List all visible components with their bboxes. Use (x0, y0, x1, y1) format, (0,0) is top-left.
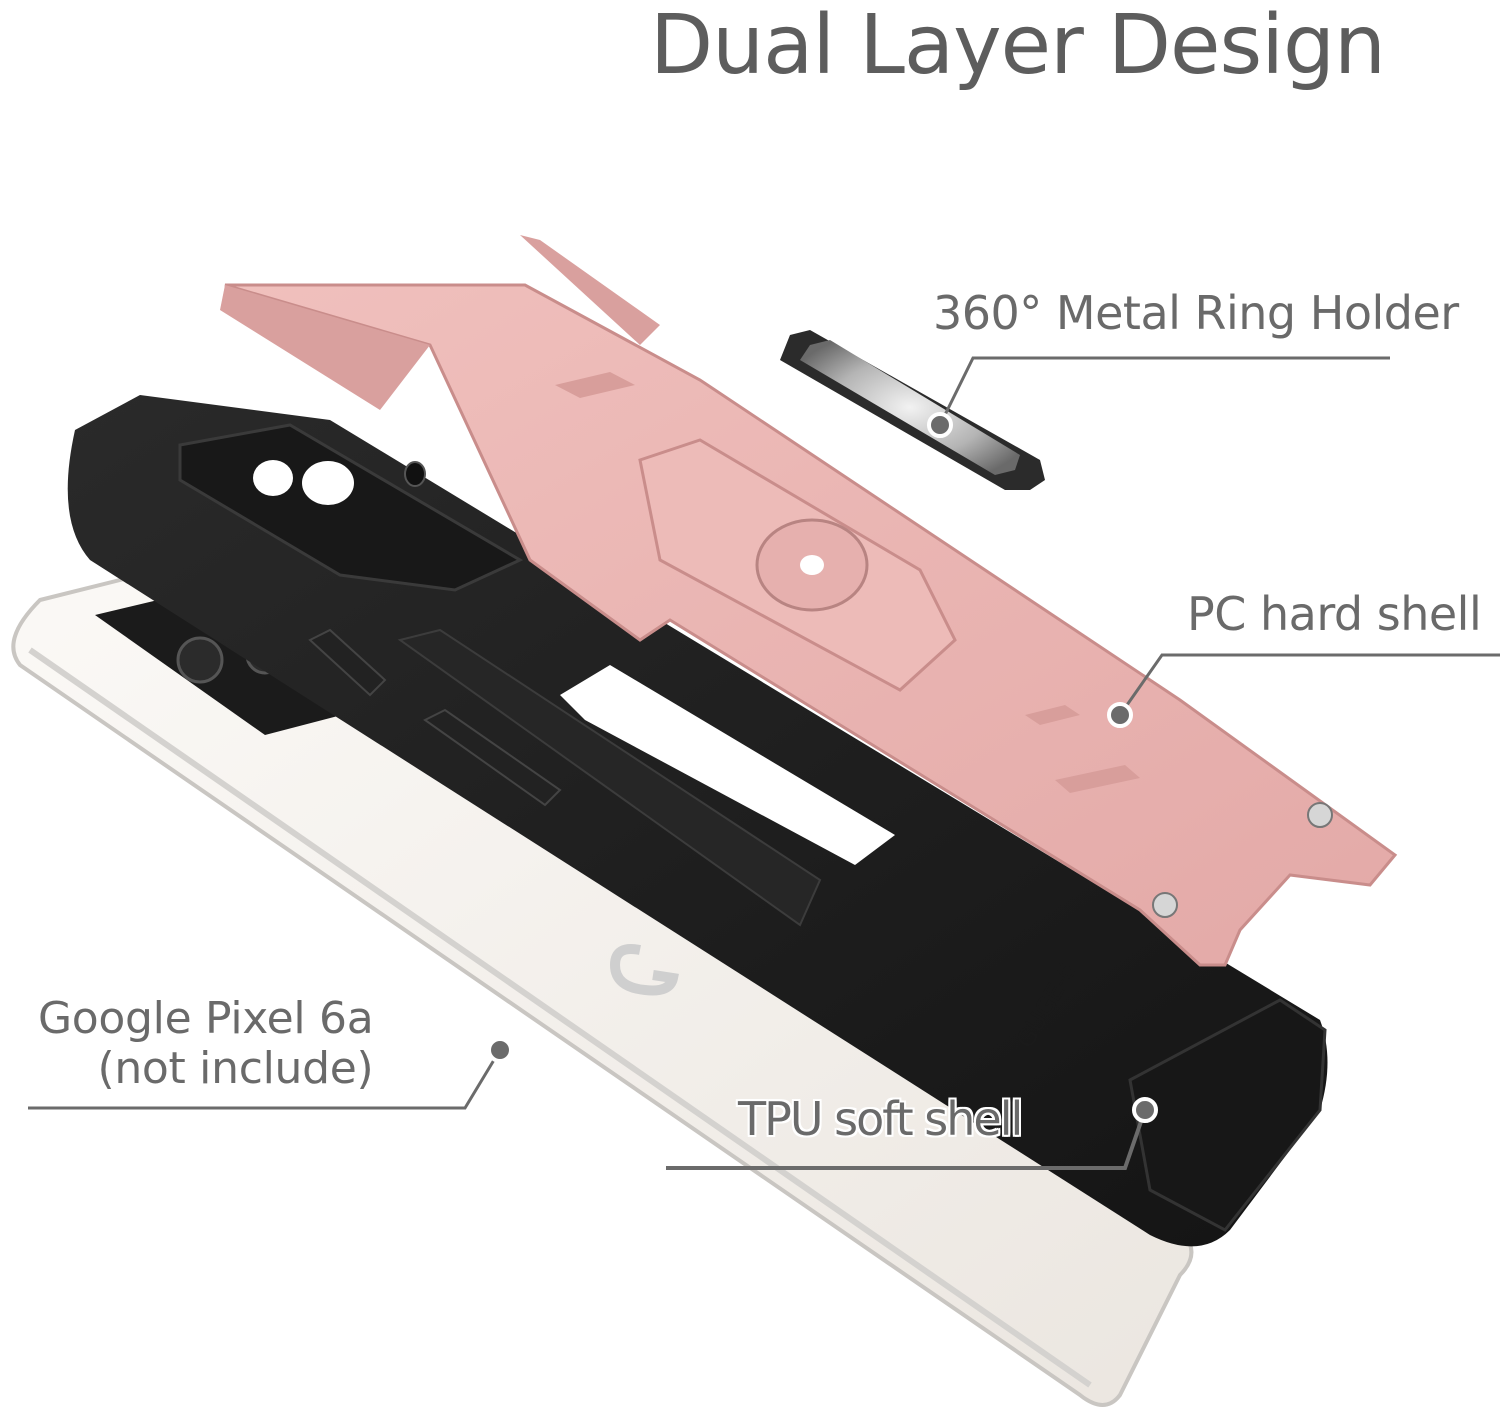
pc-shell-label: PC hard shell (1187, 587, 1482, 641)
ring-holder-label: 360° Metal Ring Holder (933, 286, 1459, 340)
phone-camera-lens (176, 636, 224, 684)
phone-label: Google Pixel 6a (not include) (38, 993, 374, 1094)
shell-screw (1152, 892, 1178, 918)
camera-cutout (302, 461, 354, 505)
metal-ring-holder (780, 330, 1045, 490)
callout-lines (28, 356, 1500, 1170)
case-volume-button (423, 708, 562, 807)
pc-callout-line (1118, 653, 1500, 716)
pc-callout-dot (1107, 702, 1133, 728)
callout-dots (487, 412, 1158, 1123)
camera-cutout (253, 460, 293, 496)
phone-callout-dot (487, 1037, 513, 1063)
shell-screw (1307, 802, 1333, 828)
case-corner-bumper (1128, 998, 1327, 1232)
tpu-callout-line (666, 1109, 1147, 1170)
ring-callout-dot (927, 412, 953, 438)
phone-callout-line (28, 1049, 502, 1110)
page-title: Dual Layer Design (650, 0, 1386, 93)
case-window-cutout (560, 665, 895, 865)
google-g-logo (609, 944, 679, 996)
tpu-soft-case: GUGE-6 (67, 395, 1328, 1247)
phone-label-line2: (not include) (97, 1043, 374, 1094)
phone-label-line1: Google Pixel 6a (38, 993, 374, 1044)
shell-side-rail (520, 235, 660, 345)
tpu-callout-dot (1132, 1097, 1158, 1123)
case-grip-texture (397, 628, 822, 927)
pc-hard-shell (220, 235, 1398, 967)
tpu-shell-label: TPU soft shell (738, 1092, 1023, 1146)
case-power-button (308, 628, 387, 697)
ring-callout-line (938, 356, 1390, 426)
